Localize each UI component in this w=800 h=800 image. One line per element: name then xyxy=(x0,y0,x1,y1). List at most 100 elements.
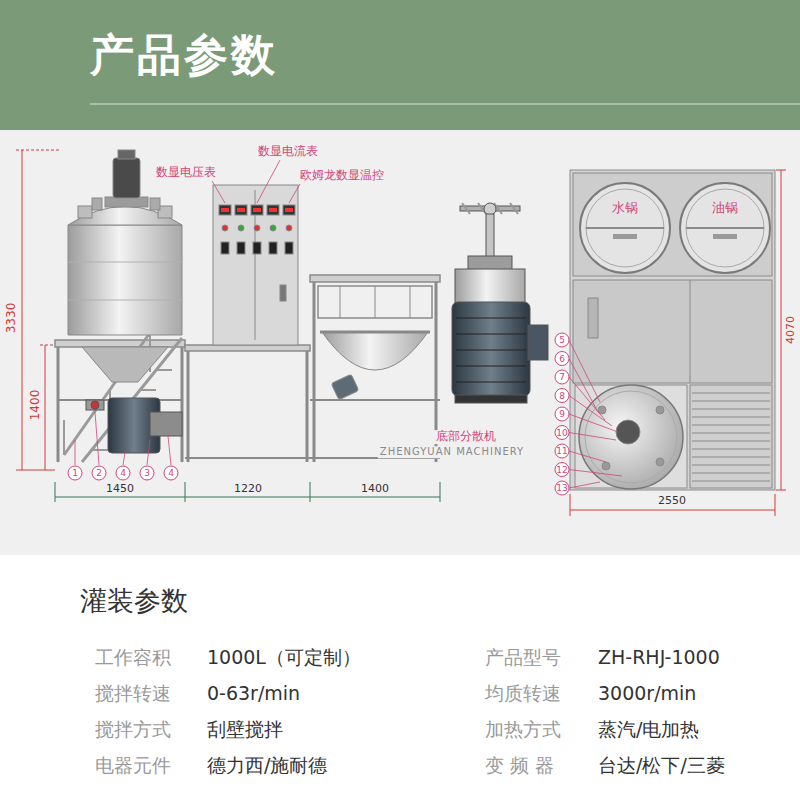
dimension-lines xyxy=(775,494,776,516)
plan-view xyxy=(692,409,770,410)
plan-view xyxy=(570,170,775,490)
platform-frame xyxy=(375,286,376,318)
leader-lines xyxy=(569,340,600,402)
table-value: 德力西/施耐德 xyxy=(207,755,327,777)
platform-frame xyxy=(340,286,341,318)
leader-lines xyxy=(75,440,76,465)
callout-number: 7 xyxy=(559,372,565,382)
callout-number: 12 xyxy=(556,464,567,474)
plan-view xyxy=(692,401,770,402)
plan-view xyxy=(692,433,770,434)
callout-label: 底部分散机 xyxy=(434,430,498,444)
callout-number: 4 xyxy=(168,468,174,478)
disperser-picture xyxy=(456,350,526,351)
callout-number: 4 xyxy=(120,468,126,478)
callout-number: 1 xyxy=(72,468,78,478)
pot-label: 油锅 xyxy=(712,201,738,216)
control-cabinet xyxy=(221,208,229,212)
leader-lines xyxy=(147,440,150,465)
leader-lines xyxy=(569,433,616,441)
plan-view xyxy=(692,417,770,418)
table-key: 均质转速 xyxy=(485,683,561,705)
disperser-picture xyxy=(456,382,526,383)
dimension-label: 1400 xyxy=(359,483,391,496)
table-key: 搅拌转速 xyxy=(95,683,171,705)
plan-view xyxy=(692,393,770,394)
header-band xyxy=(0,0,800,130)
mixing-vessel xyxy=(68,225,182,335)
control-cabinet xyxy=(221,242,229,254)
disperser-picture xyxy=(455,269,525,303)
control-cabinet xyxy=(283,205,295,215)
control-cabinet xyxy=(253,208,261,212)
mixing-vessel xyxy=(82,347,168,382)
watermark: ZHENGYUAN MACHINERY xyxy=(378,446,526,458)
callout-circle xyxy=(555,352,569,366)
callout-circle xyxy=(555,407,569,421)
leader-lines xyxy=(569,470,622,477)
platform-frame xyxy=(310,399,440,401)
table-key: 电器元件 xyxy=(95,755,171,777)
table-ground xyxy=(0,555,800,800)
plan-view xyxy=(570,170,775,490)
disperser-picture xyxy=(452,203,548,403)
control-cabinet xyxy=(251,205,263,215)
control-cabinet xyxy=(219,205,231,215)
leader-lines xyxy=(569,359,598,413)
disperser-picture xyxy=(468,256,512,270)
dimension-lines xyxy=(55,497,440,498)
leader-lines xyxy=(123,452,125,465)
dimension-label: 4070 xyxy=(785,314,798,346)
pot-outline xyxy=(686,227,764,229)
pot-outline xyxy=(680,183,770,273)
platform-frame xyxy=(185,345,310,351)
platform-frame xyxy=(410,286,411,318)
mixing-vessel xyxy=(150,198,160,210)
callout-circle xyxy=(164,466,178,480)
callout-circle xyxy=(555,444,569,458)
platform-frame xyxy=(318,286,432,318)
pot-outline xyxy=(713,234,737,239)
callout-number: 5 xyxy=(559,335,565,345)
callout-circle xyxy=(68,333,569,495)
table-value: 蒸汽/电加热 xyxy=(598,719,699,741)
table-value: 3000r/min xyxy=(598,683,696,705)
leader-lines xyxy=(289,184,300,203)
disperser-picture xyxy=(455,395,527,403)
control-cabinet xyxy=(213,185,298,345)
platform-frame xyxy=(57,347,60,462)
stairs xyxy=(92,449,108,451)
table-value: ZH-RHJ-1000 xyxy=(598,647,720,669)
pot-label: 水锅 xyxy=(612,201,638,216)
dimension-lines xyxy=(185,482,186,502)
dimension-lines xyxy=(45,345,46,470)
control-cabinet xyxy=(285,242,293,254)
dimension-lines xyxy=(781,170,782,490)
callout-number: 2 xyxy=(96,468,102,478)
disperser-picture xyxy=(484,203,496,215)
platform-frame xyxy=(181,347,184,462)
callout-number: 11 xyxy=(556,446,567,456)
table-value: 台达/松下/三菱 xyxy=(598,755,725,777)
callout-circle xyxy=(555,370,569,384)
control-cabinet xyxy=(237,242,245,254)
table-value: 刮壁搅拌 xyxy=(207,719,283,741)
bottom-pump xyxy=(86,400,104,410)
disperser-picture xyxy=(462,203,470,214)
callout-number: 6 xyxy=(559,353,565,363)
leader-lines xyxy=(168,436,171,465)
dimension-lines xyxy=(570,510,775,511)
mixing-vessel xyxy=(68,207,182,226)
table-key: 加热方式 xyxy=(485,719,561,741)
dimension-label: 3330 xyxy=(5,301,19,336)
mixing-vessel xyxy=(68,150,182,382)
bottom-pump xyxy=(150,412,182,436)
drawing-ground xyxy=(0,130,800,555)
control-cabinet xyxy=(235,205,247,215)
oil-pot xyxy=(320,332,430,400)
oil-pot xyxy=(331,374,359,400)
dimension-lines xyxy=(776,170,786,171)
dimension-label: 1450 xyxy=(104,483,136,496)
